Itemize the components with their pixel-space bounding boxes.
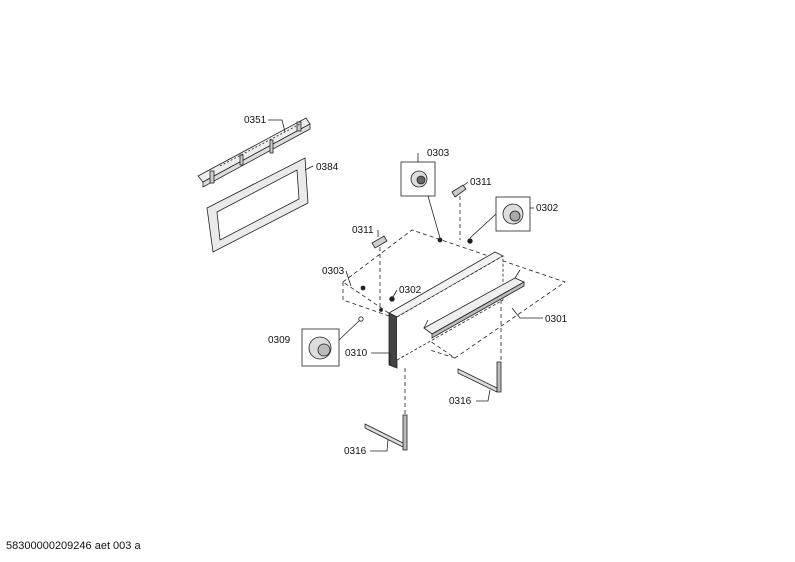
alignment-lines [379,196,502,415]
part-clip-left [371,235,388,249]
callout-0309: 0309 [268,335,291,346]
callout-0302-mid: 0302 [399,285,422,296]
callout-0310: 0310 [345,348,368,359]
callout-0384: 0384 [316,162,339,173]
part-hinge-right [457,361,502,393]
callout-0316-bottom: 0316 [344,446,367,457]
callout-0302-right: 0302 [536,203,559,214]
drawing-id-footer: 58300000209246 aet 003 a [6,540,141,552]
callout-0311-right: 0311 [470,177,492,188]
part-knob-0309 [301,328,340,367]
callout-0303-top: 0303 [427,148,450,159]
part-hinge-bottom [364,414,408,451]
callout-0303-left: 0303 [322,266,345,277]
part-screws [358,237,473,322]
callout-0351: 0351 [244,115,267,126]
part-handle [423,269,525,339]
callout-0316-right: 0316 [449,396,472,407]
part-door-panel [388,251,504,369]
part-glass-panel [206,157,309,253]
part-rail [197,117,311,188]
part-knob-0302-right [495,196,531,232]
callout-0311-left: 0311 [352,225,374,236]
callout-0301: 0301 [545,314,568,325]
leader-lines [268,119,543,452]
part-clip-right [451,184,467,198]
door-outline [342,229,566,359]
part-knob-0303-top [400,161,436,197]
